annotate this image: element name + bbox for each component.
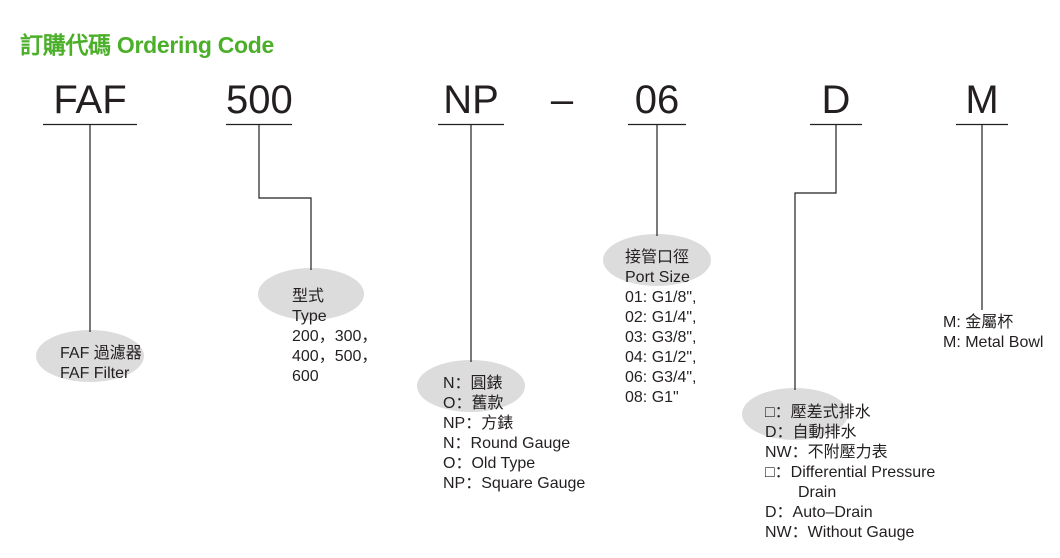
bowl-line-zh: M: 金屬杯 <box>943 314 1014 331</box>
series-description: FAF 過濾器 FAF Filter <box>60 344 142 384</box>
drain-line-auto-en: D：Auto–Drain <box>765 504 873 521</box>
drain-line-diff-zh: □：壓差式排水 <box>765 404 871 421</box>
code-drain: D <box>821 78 851 122</box>
port-description: 接管口徑 Port Size 01: G1/8", 02: G1/4", 03:… <box>625 248 697 408</box>
drain-description: □：壓差式排水 D：自動排水 NW：不附壓力表 □：Differential P… <box>765 403 935 543</box>
type-values-1: 200，300， <box>292 328 378 345</box>
gauge-line-n-zh: N：圓錶 <box>443 375 503 392</box>
gauge-line-np-zh: NP：方錶 <box>443 415 514 432</box>
code-bowl: M <box>965 78 999 122</box>
port-line-zh: 接管口徑 <box>625 249 690 266</box>
code-series: FAF <box>53 78 127 122</box>
drain-line-nw-en: NW：Without Gauge <box>765 524 915 541</box>
gauge-line-n-en: N：Round Gauge <box>443 435 571 452</box>
type-values-3: 600 <box>292 368 319 385</box>
gauge-line-o-en: O：Old Type <box>443 455 536 472</box>
port-option-06: 06: G3/4", <box>625 369 697 386</box>
ellipse-series <box>36 330 144 382</box>
code-size: 500 <box>226 78 293 122</box>
bowl-line-en: M: Metal Bowl <box>943 334 1044 351</box>
gauge-line-np-en: NP：Square Gauge <box>443 475 586 492</box>
drain-line-nw-zh: NW：不附壓力表 <box>765 444 888 461</box>
drain-line-auto-zh: D：自動排水 <box>765 424 857 441</box>
port-option-01: 01: G1/8", <box>625 289 697 306</box>
series-line-zh: FAF 過濾器 <box>60 345 142 362</box>
series-line-en: FAF Filter <box>60 365 130 382</box>
type-line-en: Type <box>292 308 327 325</box>
port-line-en: Port Size <box>625 269 690 286</box>
ellipse-drain <box>742 388 848 440</box>
gauge-line-o-zh: O：舊款 <box>443 395 504 412</box>
code-separator: – <box>550 78 574 122</box>
port-option-02: 02: G1/4", <box>625 309 697 326</box>
type-description: 型式 Type 200，300， 400，500， 600 <box>292 287 377 387</box>
type-values-2: 400，500， <box>292 348 378 365</box>
bowl-description: M: 金屬杯 M: Metal Bowl <box>943 313 1043 353</box>
ellipse-type <box>258 268 364 320</box>
ellipse-port <box>603 234 711 286</box>
code-gauge: NP <box>443 78 499 122</box>
code-port: 06 <box>634 78 680 122</box>
drain-line-diff-en-cont: Drain <box>798 484 837 501</box>
gauge-description: N：圓錶 O：舊款 NP：方錶 N：Round Gauge O：Old Type… <box>443 374 585 494</box>
port-option-04: 04: G1/2", <box>625 349 697 366</box>
port-option-08: 08: G1" <box>625 389 679 406</box>
page-title: 訂購代碼 Ordering Code <box>20 32 275 58</box>
connector-drain <box>794 124 837 390</box>
connector-size <box>258 124 312 270</box>
ellipse-gauge <box>417 360 525 412</box>
port-option-03: 03: G3/8", <box>625 329 697 346</box>
type-line-zh: 型式 <box>292 288 325 305</box>
drain-line-diff-en: □：Differential Pressure <box>765 464 936 481</box>
